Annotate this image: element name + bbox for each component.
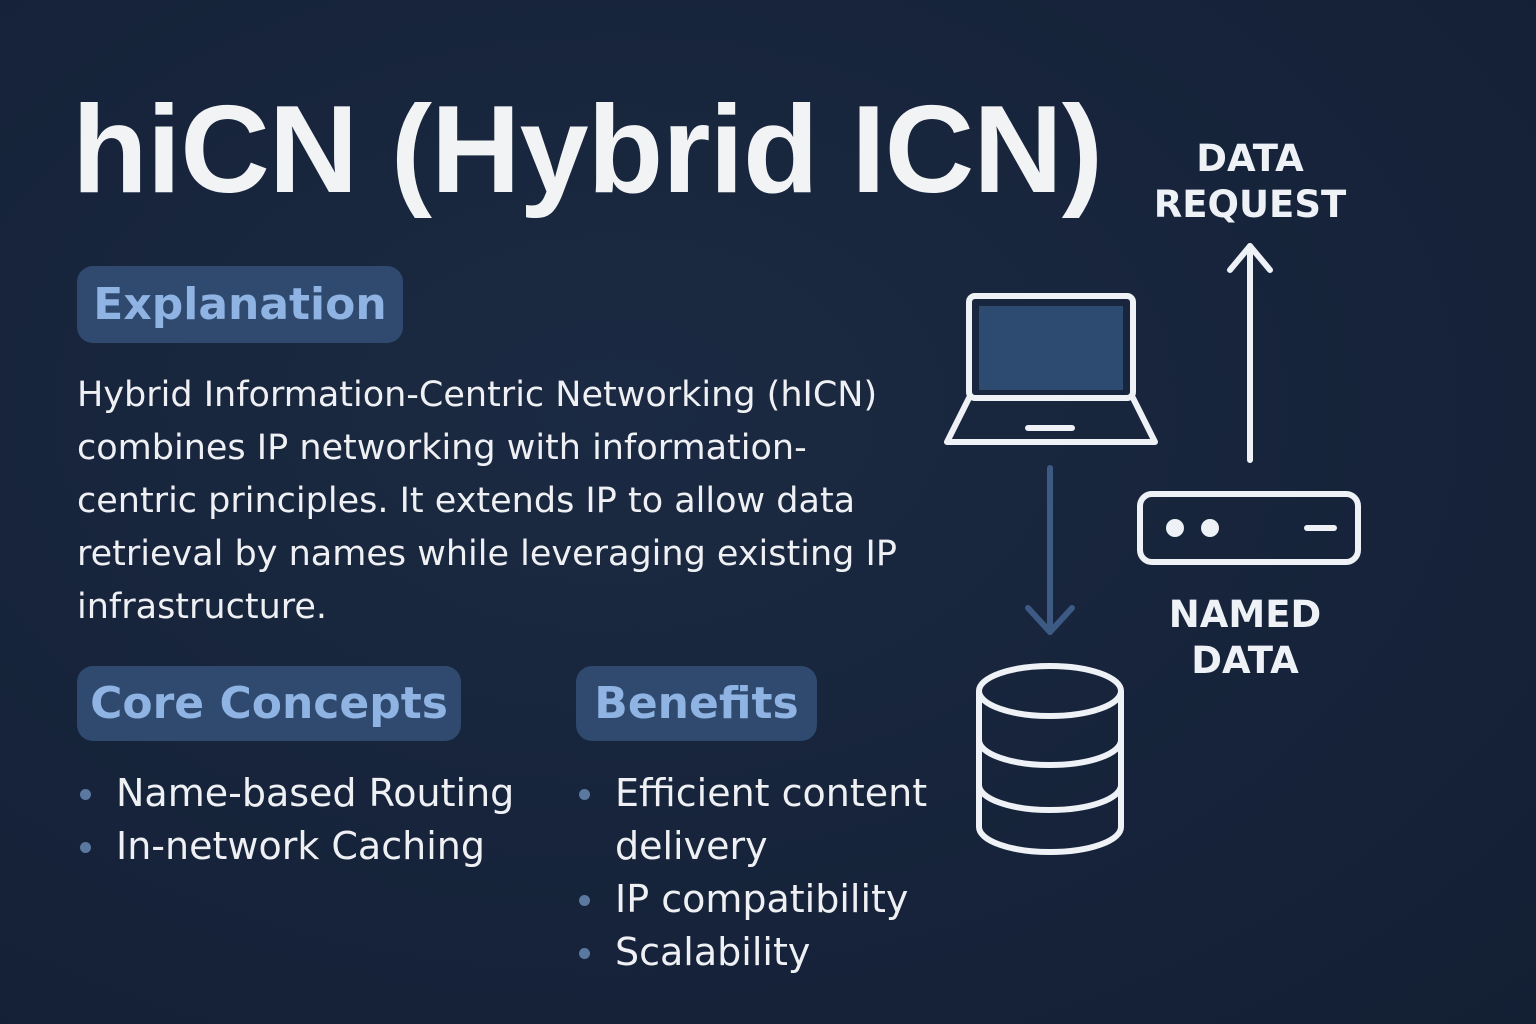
bullet-icon (579, 789, 590, 800)
list-item: Scalability (577, 926, 927, 979)
explanation-line: infrastructure. (77, 587, 328, 627)
list-item-text: delivery (615, 824, 768, 868)
named-data-label-line: DATA (1191, 639, 1299, 682)
core-concepts-list: Name-based Routing In-network Caching (78, 767, 514, 873)
explanation-text: Hybrid Information-Centric Networking (h… (77, 369, 957, 634)
list-item-text: Scalability (615, 930, 811, 974)
list-item-text: Name-based Routing (116, 771, 515, 815)
bullet-icon (80, 789, 91, 800)
laptop-icon (944, 293, 1158, 445)
list-item-text: IP compatibility (615, 877, 909, 921)
bullet-icon (579, 895, 590, 906)
list-item-text: Efficient content (615, 771, 928, 815)
data-request-label-line: REQUEST (1153, 183, 1347, 226)
list-item: Name-based Routing (78, 767, 514, 820)
page-title: hiCN (Hybrid ICN) (72, 81, 1103, 219)
list-item: Efficient content (577, 767, 927, 820)
explanation-line: retrieval by names while leveraging exis… (77, 534, 897, 574)
list-item: In-network Caching (78, 820, 514, 873)
router-icon (1137, 491, 1361, 565)
core-concepts-heading: Core Concepts (77, 666, 461, 741)
arrow-up-icon (1227, 243, 1273, 463)
data-request-label: DATA REQUEST (1150, 136, 1350, 228)
named-data-label-line: NAMED (1168, 593, 1322, 636)
data-request-label-line: DATA (1196, 137, 1304, 180)
benefits-heading: Benefits (576, 666, 817, 741)
explanation-line: Hybrid Information-Centric Networking (h… (77, 375, 878, 415)
named-data-label: NAMED DATA (1145, 592, 1345, 684)
explanation-heading: Explanation (77, 266, 403, 343)
bullet-icon (80, 842, 91, 853)
database-icon (976, 663, 1124, 855)
bullet-icon (579, 948, 590, 959)
arrow-down-icon (1025, 465, 1075, 635)
explanation-line: combines IP networking with information- (77, 428, 807, 468)
list-item: IP compatibility (577, 873, 927, 926)
list-item-continuation: delivery (577, 820, 927, 873)
explanation-line: centric principles. It extends IP to all… (77, 481, 856, 521)
benefits-list: Efficient content delivery IP compatibil… (577, 767, 927, 979)
list-item-text: In-network Caching (116, 824, 485, 868)
